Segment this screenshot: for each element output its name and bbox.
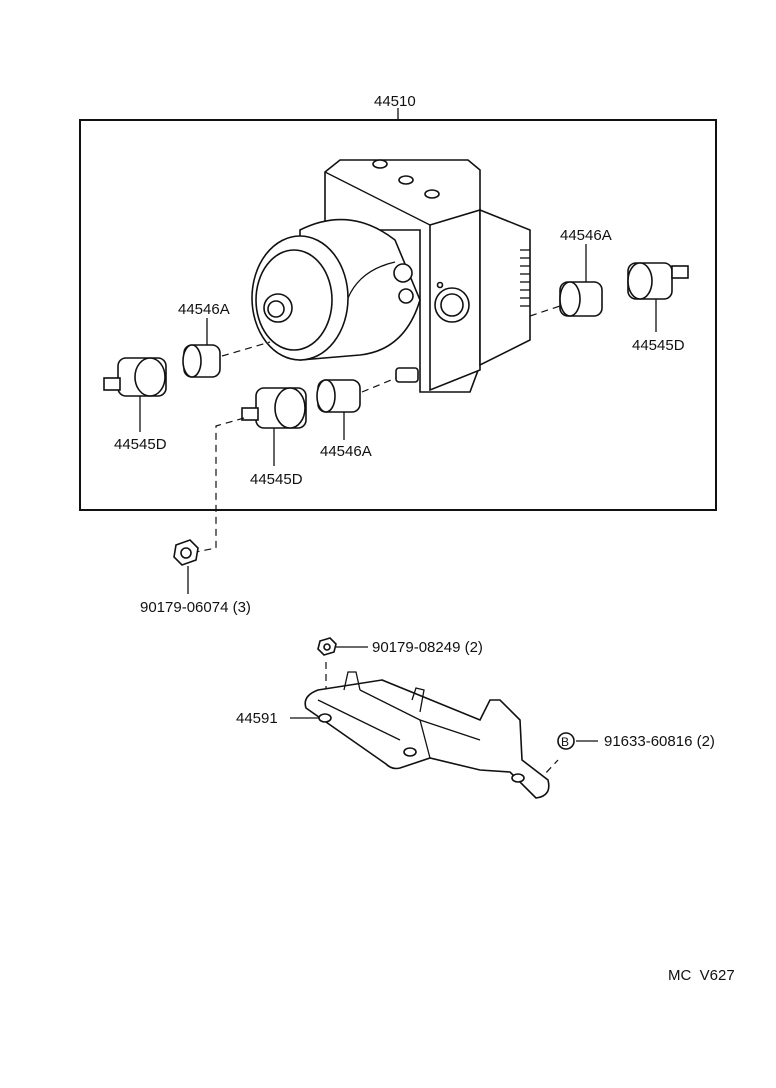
- label-cushion-lower: 44546A: [320, 443, 372, 460]
- leader-lines: [139, 244, 657, 742]
- assembly-box: [79, 108, 717, 511]
- fastener-b-marker-label: B: [561, 735, 569, 749]
- label-cushion-left: 44546A: [178, 301, 230, 318]
- label-mount-left: 44545D: [114, 436, 167, 453]
- label-mount-right: 44545D: [632, 337, 685, 354]
- bolt: [317, 637, 337, 656]
- cushion-lower: [316, 379, 361, 413]
- fastener-b-marker: B: [557, 732, 575, 750]
- abs-actuator-unit: [251, 159, 531, 393]
- mount-right: [627, 262, 689, 300]
- bracket: [304, 671, 550, 799]
- label-cushion-right: 44546A: [560, 227, 612, 244]
- label-nut: 90179-06074 (3): [140, 599, 251, 616]
- cushion-left: [182, 344, 221, 378]
- mount-lower: [241, 387, 307, 429]
- footer-code: MC V627: [668, 967, 735, 984]
- label-mount-lower: 44545D: [250, 471, 303, 488]
- label-fastener-b: 91633-60816 (2): [604, 733, 715, 750]
- label-bolt: 90179-08249 (2): [372, 639, 483, 656]
- mount-left: [103, 357, 167, 397]
- assembly-part-number: 44510: [374, 93, 416, 110]
- cushion-right: [559, 281, 603, 317]
- flange-nut: [173, 539, 199, 566]
- label-bracket: 44591: [236, 710, 278, 727]
